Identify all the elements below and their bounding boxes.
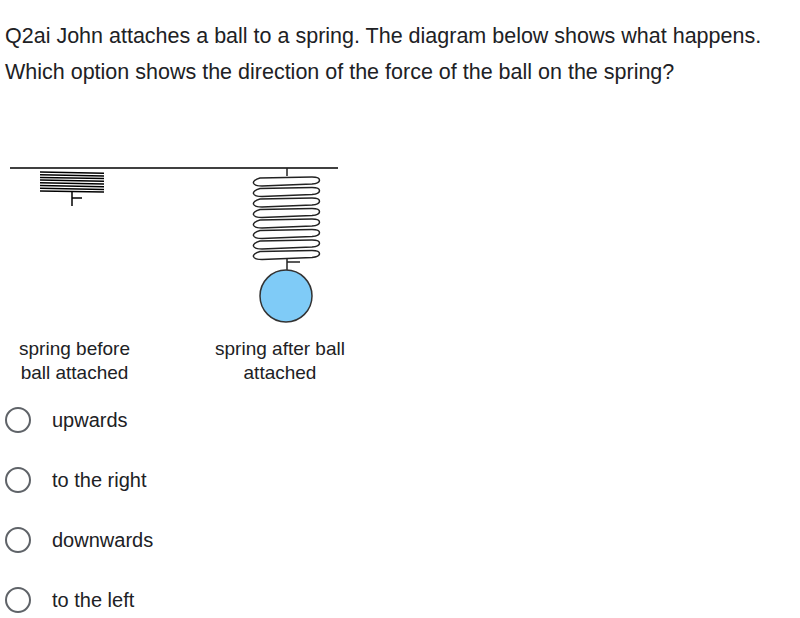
- ceiling-line: [10, 167, 338, 169]
- coil-stroke: [253, 240, 319, 249]
- spring-hook: [71, 192, 73, 206]
- radio-button: [6, 588, 30, 612]
- stretched-spring: [253, 177, 319, 260]
- answer-option: upwards: [52, 408, 128, 432]
- radio-button: [6, 468, 30, 492]
- ball: [260, 270, 312, 322]
- spring-hook: [286, 258, 288, 270]
- spring-hook: [287, 261, 300, 263]
- answer-option: downwards: [52, 528, 153, 552]
- question-text: Q2ai John attaches a ball to a spring. T…: [5, 18, 797, 90]
- coil-stroke: [253, 230, 319, 239]
- coil-stroke: [253, 177, 319, 186]
- answer-option: to the right: [52, 468, 147, 492]
- diagram-caption: spring after ball attached: [205, 337, 355, 385]
- compressed-spring: [40, 172, 104, 192]
- answer-option: to the left: [52, 588, 134, 612]
- spring-top: [286, 168, 288, 176]
- coil-stroke: [40, 191, 104, 192]
- coil-stroke: [253, 219, 319, 228]
- radio-button: [6, 528, 30, 552]
- coil-stroke: [40, 172, 104, 173]
- coil-stroke: [40, 183, 104, 184]
- diagram-caption: spring before ball attached: [2, 337, 147, 385]
- coil-stroke: [40, 186, 104, 187]
- coil-stroke: [40, 177, 104, 178]
- radio-button: [6, 408, 30, 432]
- coil-stroke: [253, 209, 319, 218]
- coil-stroke: [40, 175, 104, 176]
- spring-hook: [72, 197, 82, 199]
- coil-stroke: [253, 188, 319, 197]
- coil-stroke: [40, 180, 104, 181]
- coil-stroke: [40, 188, 104, 189]
- coil-stroke: [253, 198, 319, 207]
